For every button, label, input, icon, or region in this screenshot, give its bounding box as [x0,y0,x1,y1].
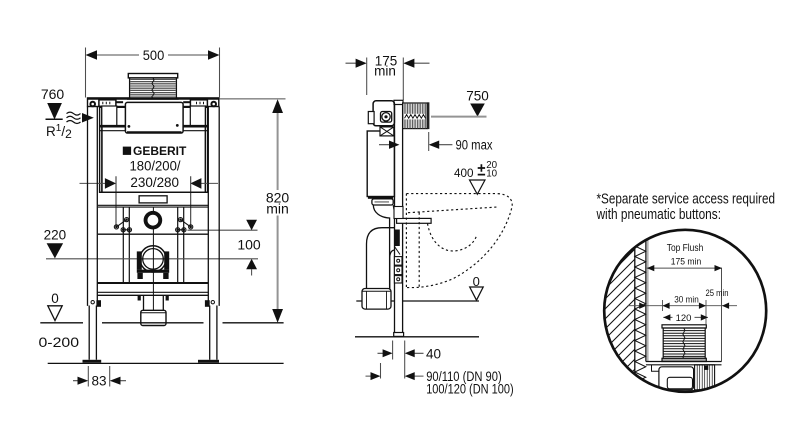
svg-text:20: 20 [486,160,497,171]
svg-text:175 min: 175 min [671,257,702,268]
svg-text:*Separate service access requi: *Separate service access required [597,192,776,208]
svg-text:100/120 (DN 100): 100/120 (DN 100) [426,382,514,397]
svg-text:100: 100 [237,237,261,253]
svg-text:760: 760 [41,86,65,102]
svg-text:10: 10 [486,168,497,179]
svg-text:GEBERIT: GEBERIT [133,144,187,158]
svg-text:30 min: 30 min [674,295,699,306]
svg-text:min: min [266,201,289,217]
svg-text:90/110 (DN 90): 90/110 (DN 90) [426,369,502,384]
svg-text:220: 220 [44,227,67,242]
svg-text:180/200/: 180/200/ [130,158,181,174]
svg-text:40: 40 [426,347,441,362]
svg-text:500: 500 [143,47,165,63]
svg-text:230/280: 230/280 [130,174,179,190]
svg-text:400: 400 [454,166,474,180]
svg-text:25 min: 25 min [706,288,729,299]
svg-text:83: 83 [91,374,106,389]
svg-text:min: min [374,64,396,79]
svg-text:Top Flush: Top Flush [667,243,704,254]
svg-text:R1/2: R1/2 [46,123,72,141]
svg-text:0-200: 0-200 [39,334,80,350]
svg-text:750: 750 [466,89,489,104]
svg-text:0: 0 [51,291,59,306]
svg-text:820: 820 [266,190,290,206]
svg-text:90 max: 90 max [456,138,493,153]
svg-text:175: 175 [375,54,398,69]
svg-text:120: 120 [676,313,692,324]
svg-text:0: 0 [473,274,480,289]
svg-text:with pneumatic buttons:: with pneumatic buttons: [596,207,721,223]
